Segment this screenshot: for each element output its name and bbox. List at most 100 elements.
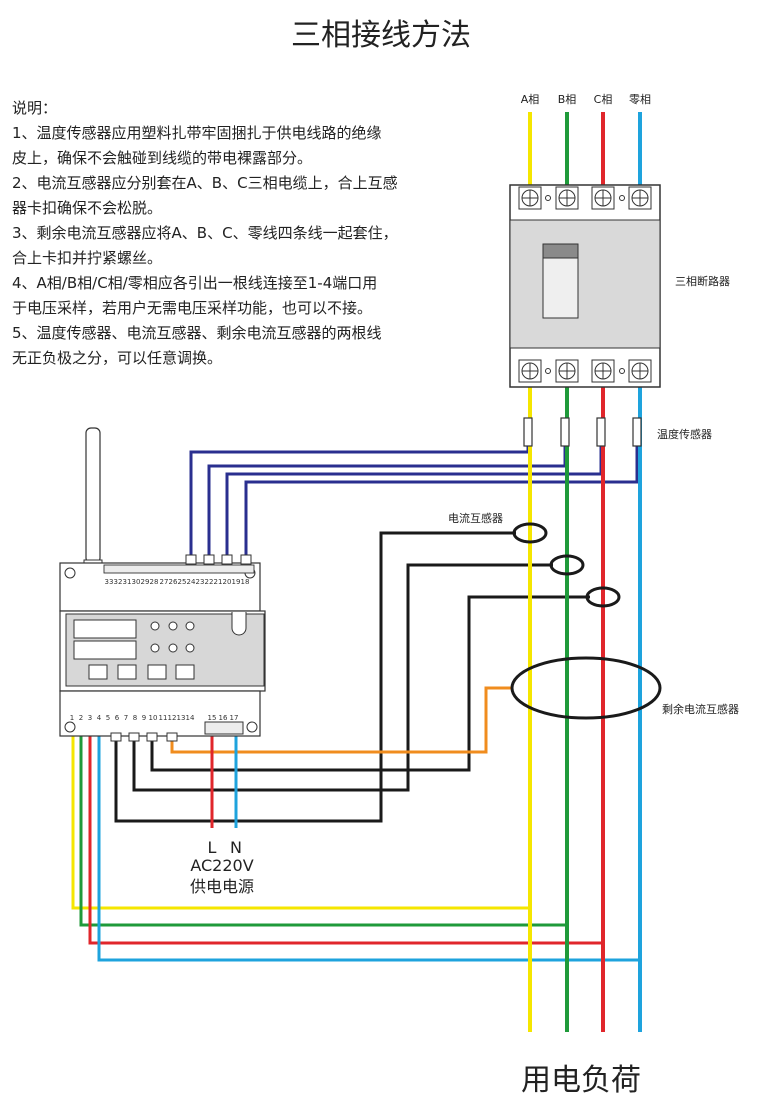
neutral-label: 零相 — [629, 93, 651, 106]
monitoring-device: 33 32 31 30 29 28 27 26 25 24 23 22 21 2… — [59, 427, 266, 742]
power-l-label: L — [208, 838, 217, 857]
breaker-bottom-terminals — [518, 359, 652, 383]
status-leds — [150, 621, 195, 653]
note-line: 3、剩余电流互感器应将A、B、C、零线四条线一起套住， — [12, 224, 398, 242]
voltage-sampling-wires — [71, 735, 640, 962]
device-buttons — [88, 664, 195, 680]
temp-wire-n — [244, 446, 639, 555]
terminal-number: 1 — [70, 714, 74, 722]
temp-sensor-a — [523, 417, 533, 447]
terminal-number: 9 — [142, 714, 146, 722]
terminal-number: 33 — [105, 578, 114, 586]
terminal-number: 29 — [141, 578, 150, 586]
power-n-label: N — [230, 838, 242, 857]
note-line: 无正负极之分，可以任意调换。 — [12, 349, 222, 367]
bottom-terminal-numbers: 1 2 3 4 5 6 7 8 9 10 11 12 13 14 15 16 1… — [70, 714, 239, 722]
top-screw-row — [103, 564, 255, 574]
terminal-number: 24 — [187, 578, 196, 586]
terminal-number: 8 — [133, 714, 137, 722]
terminal-number: 26 — [169, 578, 178, 586]
terminal-number: 14 — [186, 714, 195, 722]
power-source-label: 供电电源 — [190, 877, 254, 896]
temp-sensor-n — [632, 417, 642, 447]
top-terminal-numbers: 33 32 31 30 29 28 27 26 25 24 23 22 21 2… — [105, 578, 250, 586]
rcd-ct-wire — [170, 686, 512, 754]
terminal-number: 23 — [196, 578, 205, 586]
ct-b — [549, 554, 585, 576]
terminal-number: 18 — [241, 578, 250, 586]
terminal-number: 3 — [88, 714, 92, 722]
sample-wire-a — [71, 735, 530, 910]
temp-wire-a — [189, 446, 530, 555]
three-phase-breaker — [509, 184, 661, 388]
top-connectors — [185, 554, 252, 565]
note-line: 器卡扣确保不会松脱。 — [12, 199, 162, 217]
sample-wire-n — [97, 735, 640, 962]
terminal-number: 15 — [208, 714, 217, 722]
terminal-number: 16 — [219, 714, 228, 722]
terminal-number: 17 — [230, 714, 239, 722]
phase-b-label: B相 — [558, 93, 577, 106]
phase-c-label: C相 — [594, 93, 613, 106]
display-1 — [73, 619, 137, 639]
terminal-number: 20 — [223, 578, 232, 586]
sample-wire-c — [88, 735, 603, 945]
temp-sensor-b — [560, 417, 570, 447]
terminal-number: 31 — [123, 578, 132, 586]
terminal-number: 28 — [150, 578, 159, 586]
ct-wire-a — [114, 531, 516, 823]
temp-sensors — [523, 417, 642, 447]
phase-a-label: A相 — [521, 93, 540, 106]
note-line: 于电压采样，若用户无需电压采样功能，也可以不接。 — [12, 299, 372, 317]
diagram-title: 三相接线方法 — [291, 18, 471, 53]
note-line: 说明： — [12, 99, 57, 117]
terminal-number: 5 — [106, 714, 110, 722]
terminal-number: 19 — [232, 578, 241, 586]
ct-wires — [114, 531, 590, 823]
terminal-number: 6 — [115, 714, 120, 722]
rcd-ct-label: 剩余电流互感器 — [662, 702, 739, 716]
temp-wire-b — [207, 446, 567, 555]
breaker-face — [509, 219, 661, 349]
sample-wire-b — [79, 735, 567, 927]
notes-block: 说明： 1、温度传感器应用塑料扎带牢固捆扎于供电线路的绝缘 皮上，确保不会触碰到… — [12, 99, 398, 367]
terminal-number: 2 — [79, 714, 83, 722]
rcd-ct — [510, 656, 662, 720]
terminal-number: 22 — [205, 578, 214, 586]
note-line: 4、A相/B相/C相/零相应各引出一根线连接至1-4端口用 — [12, 274, 377, 292]
phase-labels: A相 B相 C相 零相 — [521, 93, 651, 106]
ct-label: 电流互感器 — [448, 511, 503, 525]
temp-wire-c — [225, 446, 603, 555]
terminal-number: 7 — [124, 714, 128, 722]
note-line: 1、温度传感器应用塑料扎带牢固捆扎于供电线路的绝缘 — [12, 124, 382, 142]
terminal-number: 4 — [97, 714, 102, 722]
temp-sensor-c — [596, 417, 606, 447]
current-transformers — [512, 522, 621, 608]
antenna — [85, 427, 101, 564]
breaker-label: 三相断路器 — [675, 274, 730, 288]
breaker-top-terminals — [518, 186, 652, 210]
terminal-number: 12 — [168, 714, 177, 722]
power-terminal-block — [204, 721, 244, 735]
note-line: 5、温度传感器、电流互感器、剩余电流互感器的两根线 — [12, 324, 382, 342]
temp-sensor-wires — [189, 446, 639, 555]
terminal-number: 10 — [149, 714, 158, 722]
display-2 — [73, 640, 137, 660]
ct-wire-c — [150, 595, 590, 772]
terminal-number: 27 — [160, 578, 169, 586]
power-voltage-label: AC220V — [190, 856, 253, 875]
terminal-number: 25 — [178, 578, 187, 586]
panel-clip — [231, 612, 247, 636]
ct-c — [585, 586, 621, 608]
terminal-number: 13 — [177, 714, 186, 722]
load-label: 用电负荷 — [521, 1063, 641, 1098]
terminal-number: 11 — [159, 714, 168, 722]
ct-a — [512, 522, 548, 544]
terminal-number: 30 — [132, 578, 141, 586]
terminal-number: 32 — [114, 578, 123, 586]
ct-wire-b — [132, 563, 553, 792]
temp-sensor-label: 温度传感器 — [657, 427, 712, 441]
note-line: 2、电流互感器应分别套在A、B、C三相电缆上，合上互感 — [12, 174, 398, 192]
note-line: 皮上，确保不会触碰到线缆的带电裸露部分。 — [12, 149, 312, 167]
